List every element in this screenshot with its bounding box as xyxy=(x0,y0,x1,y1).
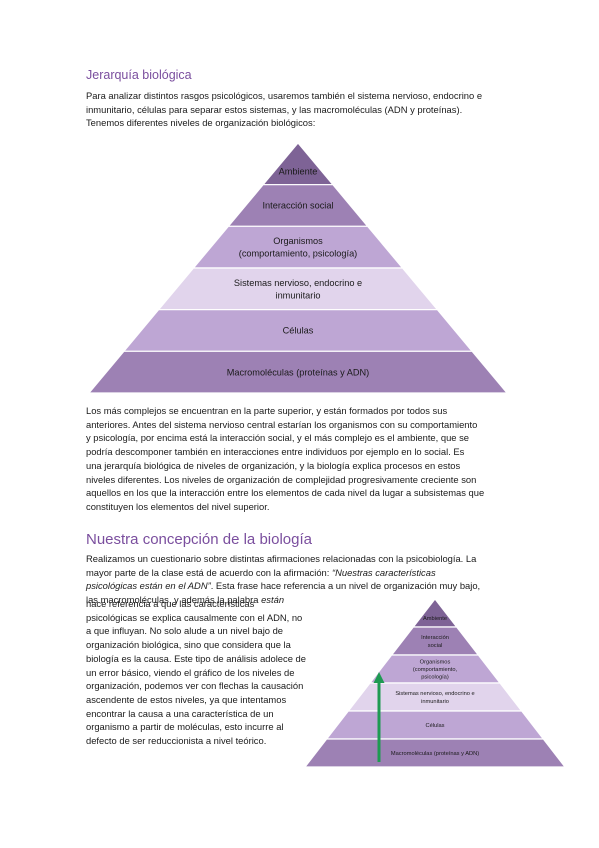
emphasis-word: están xyxy=(261,594,285,606)
text-line: inmunitario, células para separar estos … xyxy=(86,103,463,115)
pyramid-level-label: Ambiente xyxy=(279,167,318,177)
small-pyramid-level-label: Interacción xyxy=(421,635,449,641)
text-line: Tenemos diferentes niveles de organizaci… xyxy=(86,117,316,129)
pyramid-level-band xyxy=(261,142,335,186)
pyramid-level-band xyxy=(87,350,509,394)
pyramid-level-label: (comportamiento, psicología) xyxy=(239,249,357,259)
text-line: psicológicas se explica causalmente con … xyxy=(86,611,303,623)
quote-text: “Nuestras características xyxy=(331,566,436,578)
text-line: constituyen los elementos del nivel supe… xyxy=(86,500,270,512)
small-pyramid-level-label: Macromoléculas (proteínas y ADN) xyxy=(391,751,479,757)
pyramid-level-band xyxy=(157,267,439,311)
text-line: defecto de ser reduccionista a nivel teó… xyxy=(86,735,267,747)
upward-causation-arrow xyxy=(373,672,385,762)
reductionism-paragraph: hace referencia a que las característica… xyxy=(86,597,326,748)
pyramid-level-label: Células xyxy=(283,326,314,336)
text-line: Los más complejos se encuentran en la pa… xyxy=(86,405,448,416)
text-line: ascendente de estos niveles, ya que inte… xyxy=(86,693,287,705)
text-run: . Esta frase hace referencia a un nivel … xyxy=(210,580,481,592)
pyramid-explanation-paragraph: Los más complejos se encuentran en la pa… xyxy=(86,404,526,514)
text-line: a que influyan. No solo alude a un nivel… xyxy=(86,625,284,637)
text-line: una jerarquía biológica de niveles de or… xyxy=(86,459,461,471)
text-line: psicológicas están en el ADN”. Esta fras… xyxy=(86,579,526,593)
text-line: mayor parte de la clase está de acuerdo … xyxy=(86,566,526,580)
text-line: Para analizar distintos rasgos psicológi… xyxy=(86,90,483,101)
small-pyramid-level-label: Ambiente xyxy=(423,616,447,622)
quote-text: psicológicas están en el ADN” xyxy=(86,580,211,592)
small-pyramid-level-band xyxy=(303,738,567,768)
text-line: aquellos en los que la interacción entre… xyxy=(86,487,485,499)
pyramid-level-label: Organismos xyxy=(273,236,323,246)
small-pyramid-level-label: Organismos xyxy=(420,659,451,665)
small-pyramid-level-label: social xyxy=(428,643,443,649)
questionnaire-paragraph: Realizamos un cuestionario sobre distint… xyxy=(86,552,526,607)
text-line: Realizamos un cuestionario sobre distint… xyxy=(86,553,477,564)
text-line: biología es la causa. Este tipo de análi… xyxy=(86,652,306,664)
section-heading-concepcion: Nuestra concepción de la biología xyxy=(86,531,312,548)
pyramid-level-label: Macromoléculas (proteínas y ADN) xyxy=(227,367,369,377)
small-pyramid-level-label: psicología) xyxy=(421,675,449,681)
text-run: mayor parte de la clase está de acuerdo … xyxy=(86,566,332,578)
text-line: niveles diferentes. Los niveles de organ… xyxy=(86,473,477,485)
text-line: hace referencia a que las característica… xyxy=(86,598,255,609)
pyramid-level-band xyxy=(192,225,404,269)
pyramid-level-label: Sistemas nervioso, endocrino e xyxy=(234,278,362,288)
small-pyramid-level-label: Sistemas nervioso, endocrino e xyxy=(395,691,474,697)
arrow-head-icon xyxy=(373,672,385,683)
text-line: y psicología, por encima está la interac… xyxy=(86,432,470,444)
text-line: anteriores. Antes del sistema nervioso c… xyxy=(86,418,478,430)
small-pyramid-level-label: inmunitario xyxy=(421,699,449,705)
small-pyramid-level-label: Células xyxy=(426,723,445,729)
small-pyramid-level-label: (comportamiento, xyxy=(413,667,458,673)
intro-paragraph: Para analizar distintos rasgos psicológi… xyxy=(86,89,526,130)
text-line: organismo a partir de moléculas, esto in… xyxy=(86,721,284,733)
text-line: encontrar la causa a una característica … xyxy=(86,707,274,719)
text-run: las macromoléculas, y además la palabra xyxy=(86,594,262,606)
text-line: podría descomponer también en interaccio… xyxy=(86,446,465,458)
pyramid-level-label: Interacción social xyxy=(263,201,334,211)
text-line: las macromoléculas, y además la palabra … xyxy=(86,593,526,607)
text-line: un error básico, viendo el gráfico de lo… xyxy=(86,666,295,678)
text-line: organización biológica, sino que conside… xyxy=(86,639,291,651)
section-heading-jerarquia: Jerarquía biológica xyxy=(86,68,192,82)
pyramid-level-label: inmunitario xyxy=(276,290,321,300)
text-line: organización, podemos ver con flechas la… xyxy=(86,680,304,692)
